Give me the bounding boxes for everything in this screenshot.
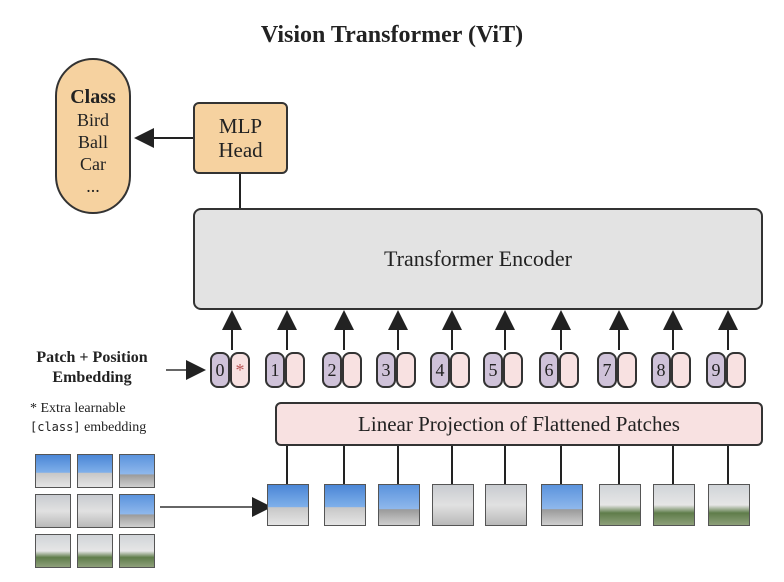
- patch-embedding-6: [559, 352, 579, 388]
- sequence-patch-7: [599, 484, 641, 526]
- sequence-patch-4: [432, 484, 474, 526]
- patch-embedding-3: [396, 352, 416, 388]
- class-item-ellipsis: ...: [86, 176, 100, 196]
- mlp-line1: MLP: [218, 114, 263, 138]
- encoder-label: Transformer Encoder: [384, 246, 572, 271]
- position-token-7: 7: [597, 352, 617, 388]
- diagram-title: Vision Transformer (ViT): [260, 22, 524, 48]
- position-token-5: 5: [483, 352, 503, 388]
- position-token-9: 9: [706, 352, 726, 388]
- patch-position-embedding-label: Patch + Position Embedding: [12, 348, 172, 388]
- patch-embedding-1: [285, 352, 305, 388]
- sequence-patch-8: [653, 484, 695, 526]
- position-token-0: 0: [210, 352, 230, 388]
- grid-patch-6: [119, 494, 155, 528]
- patch-embedding-7: [617, 352, 637, 388]
- patch-embedding-4: [450, 352, 470, 388]
- note-line2: [class] embedding: [30, 418, 190, 437]
- mlp-line2: Head: [218, 138, 263, 162]
- transformer-encoder-box: Transformer Encoder: [193, 208, 763, 310]
- mlp-head-box: MLP Head: [193, 102, 288, 174]
- note-line1: * Extra learnable: [30, 401, 126, 416]
- grid-patch-3: [119, 454, 155, 488]
- patch-embedding-5: [503, 352, 523, 388]
- projection-label: Linear Projection of Flattened Patches: [358, 411, 680, 436]
- sequence-patch-3: [378, 484, 420, 526]
- grid-patch-1: [35, 454, 71, 488]
- sequence-patch-6: [541, 484, 583, 526]
- pe-line2: Embedding: [52, 369, 132, 386]
- class-header: Class: [70, 86, 116, 108]
- class-item-bird: Bird: [76, 110, 109, 130]
- patch-embedding-2: [342, 352, 362, 388]
- grid-patch-7: [35, 534, 71, 568]
- grid-patch-9: [119, 534, 155, 568]
- class-item-car: Car: [80, 154, 106, 174]
- position-token-1: 1: [265, 352, 285, 388]
- pe-line1: Patch + Position: [36, 349, 148, 366]
- position-token-2: 2: [322, 352, 342, 388]
- patch-embedding-8: [671, 352, 691, 388]
- grid-patch-4: [35, 494, 71, 528]
- class-token-embedding: *: [230, 352, 250, 388]
- note-code: [class]: [30, 420, 81, 434]
- linear-projection-box: Linear Projection of Flattened Patches: [275, 402, 763, 446]
- extra-learnable-note: * Extra learnable [class] embedding: [30, 400, 190, 437]
- sequence-patch-5: [485, 484, 527, 526]
- position-token-8: 8: [651, 352, 671, 388]
- class-item-ball: Ball: [78, 132, 108, 152]
- patch-embedding-9: [726, 352, 746, 388]
- grid-patch-5: [77, 494, 113, 528]
- position-token-4: 4: [430, 352, 450, 388]
- grid-patch-2: [77, 454, 113, 488]
- note-suffix: embedding: [80, 420, 147, 435]
- position-token-3: 3: [376, 352, 396, 388]
- sequence-patch-2: [324, 484, 366, 526]
- sequence-patch-9: [708, 484, 750, 526]
- sequence-patch-1: [267, 484, 309, 526]
- position-token-6: 6: [539, 352, 559, 388]
- grid-patch-8: [77, 534, 113, 568]
- class-output-box: Class Bird Ball Car ...: [55, 58, 131, 214]
